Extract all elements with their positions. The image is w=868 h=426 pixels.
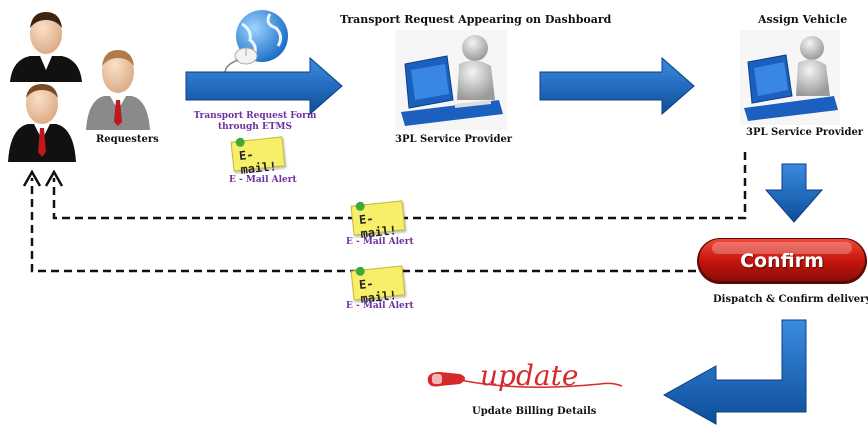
service-provider-icon-2 bbox=[740, 30, 840, 125]
email-note-text: E-mail! bbox=[358, 211, 398, 241]
pin-icon bbox=[355, 201, 366, 212]
email-alert-note-top: E-mail! bbox=[230, 136, 286, 177]
update-logo-text: update bbox=[480, 359, 579, 392]
assign-vehicle-title: Assign Vehicle bbox=[758, 13, 848, 26]
pin-icon bbox=[235, 137, 246, 148]
transport-form-label-line1: Transport Request Form bbox=[193, 111, 317, 121]
email-alert-label-low: E - Mail Alert bbox=[346, 301, 414, 311]
flow-arrow-return bbox=[662, 319, 807, 425]
dashed-feedback-line-1 bbox=[52, 152, 747, 220]
requesters-icon bbox=[8, 12, 150, 162]
pin-icon bbox=[355, 266, 366, 277]
dispatch-label: Dispatch & Confirm delivery bbox=[713, 294, 868, 305]
email-alert-note-mid: E-mail! bbox=[350, 200, 406, 241]
email-alert-label-top: E - Mail Alert bbox=[229, 175, 297, 185]
requesters-label: Requesters bbox=[96, 134, 159, 145]
email-alert-label-mid: E - Mail Alert bbox=[346, 237, 414, 247]
flow-arrow-2 bbox=[539, 56, 695, 116]
service-provider-label-2: 3PL Service Provider bbox=[746, 127, 864, 138]
email-note-text: E-mail! bbox=[238, 147, 278, 177]
email-alert-note-low: E-mail! bbox=[350, 265, 406, 306]
arrowhead-1 bbox=[44, 169, 64, 187]
confirm-button-shape bbox=[697, 238, 867, 284]
dashed-feedback-line-2 bbox=[30, 178, 696, 273]
confirm-button[interactable]: Confirm bbox=[740, 250, 824, 272]
update-billing-label: Update Billing Details bbox=[472, 406, 597, 417]
service-provider-label-1: 3PL Service Provider bbox=[395, 134, 513, 145]
update-logo bbox=[427, 372, 623, 388]
service-provider-icon-1 bbox=[395, 30, 507, 130]
globe-mouse-icon bbox=[224, 10, 288, 77]
dashboard-title: Transport Request Appearing on Dashboard bbox=[340, 13, 612, 26]
arrowhead-2 bbox=[22, 169, 42, 187]
transport-form-label-line2: through ETMS bbox=[218, 122, 292, 132]
flow-arrow-down bbox=[764, 163, 824, 223]
flow-arrow-1 bbox=[185, 56, 343, 116]
